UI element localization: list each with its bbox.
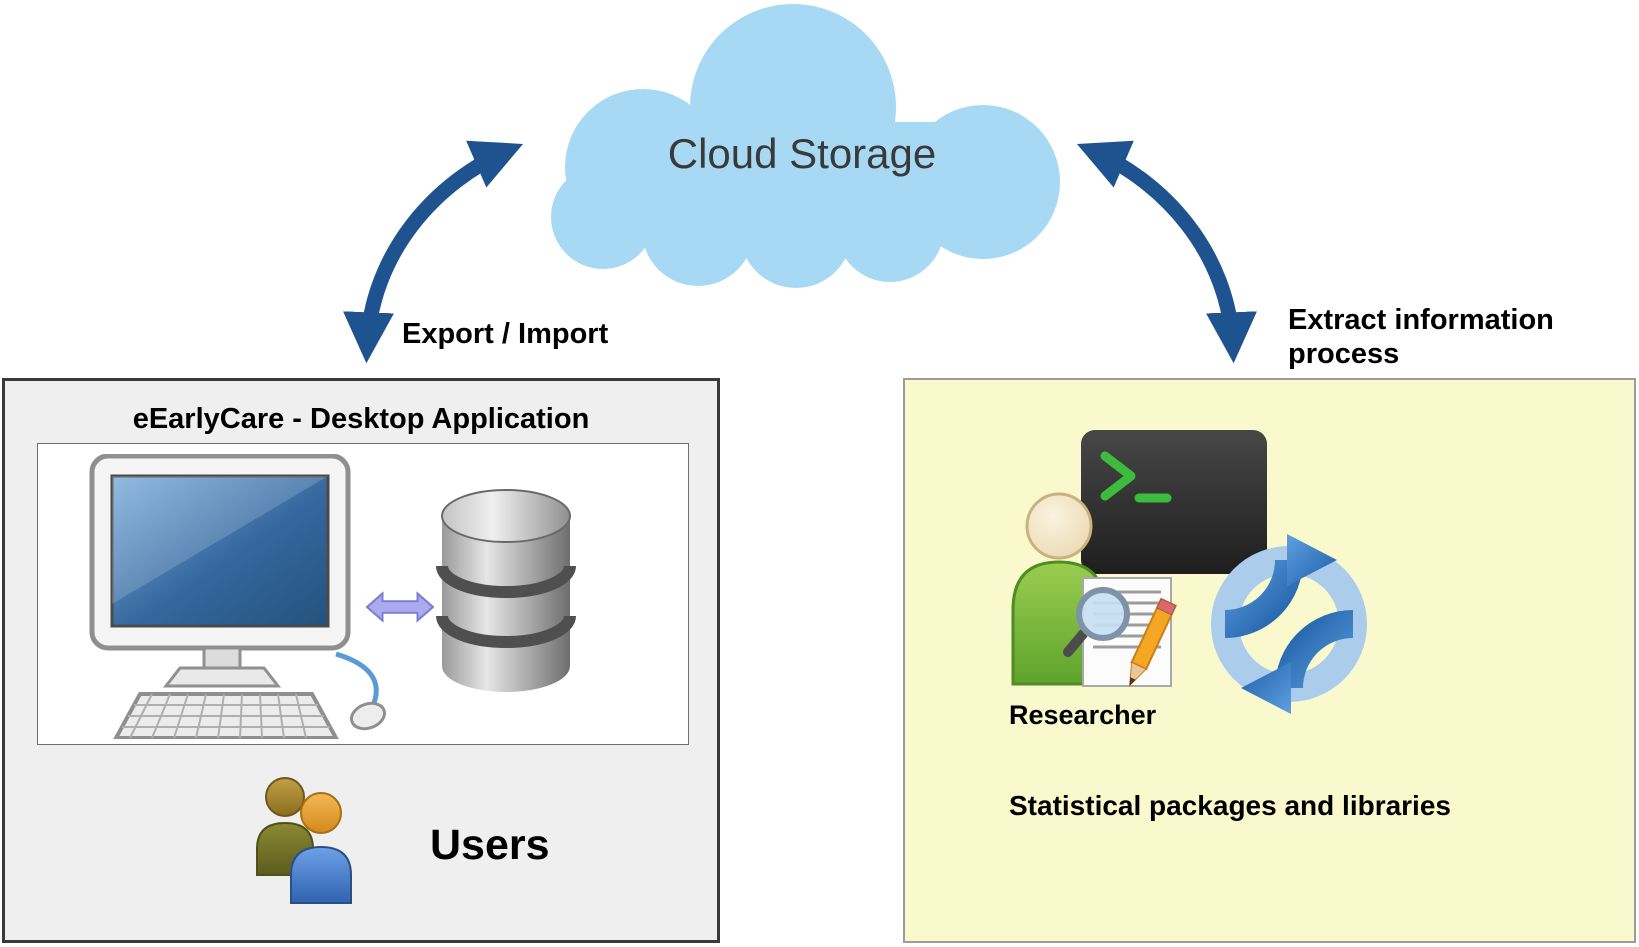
terminal-window [1081, 430, 1267, 574]
export-import-label: Export / Import [402, 318, 609, 350]
terminal-prompt-chevron [1100, 451, 1136, 501]
researcher-label: Researcher [1009, 700, 1157, 730]
pencil [1128, 597, 1178, 688]
magnifier-lens [1076, 587, 1130, 641]
cycle-icon [1211, 534, 1367, 714]
cycle-arrow-bottom [1241, 610, 1354, 714]
cloud-desktop-arrow [343, 140, 524, 364]
db-top [441, 489, 571, 543]
back-user-head [265, 777, 305, 817]
cloud-shape [551, 4, 1060, 288]
db-body [442, 516, 570, 692]
research-box: Researcher Statistical packages and libr… [903, 378, 1636, 943]
stats-label: Statistical packages and libraries [1009, 790, 1451, 821]
cloud-research-arrow [1076, 140, 1257, 364]
desktop-app-panel [37, 443, 689, 745]
mouse [350, 701, 386, 731]
mouse-cable [335, 651, 379, 710]
double-arrow-shape [366, 591, 434, 623]
extract-process-line2: process [1288, 338, 1400, 371]
db-separator-2 [436, 615, 576, 648]
front-user-body [290, 845, 352, 904]
left-right-arrow-icon [366, 591, 434, 623]
db-separator-1 [436, 565, 576, 598]
cycle-arrowhead-top [1287, 534, 1337, 586]
terminal-icon [1081, 430, 1267, 574]
monitor-screen [110, 474, 330, 628]
users-icon [256, 777, 352, 904]
desktop-app-title: eEarlyCare - Desktop Application [132, 403, 590, 435]
monitor-stand [202, 646, 242, 670]
cloud-storage-label: Cloud Storage [667, 130, 937, 177]
users-label: Users [430, 821, 550, 869]
desktop-app-box: eEarlyCare - Desktop Application [2, 378, 720, 943]
document-search-icon [1063, 577, 1178, 688]
screen-sheen [112, 476, 328, 604]
extract-process-line1: Extract information [1288, 304, 1554, 336]
magnifier-handle [1063, 629, 1088, 657]
computer-icon [89, 454, 386, 739]
monitor-base [162, 666, 282, 688]
researcher-head [1025, 492, 1093, 560]
database-icon [436, 489, 576, 692]
cloud-icon [551, 4, 1060, 288]
extract-process-label: Extract information process [1288, 303, 1554, 371]
front-user-head [300, 792, 342, 834]
keyboard-keys [122, 693, 330, 739]
